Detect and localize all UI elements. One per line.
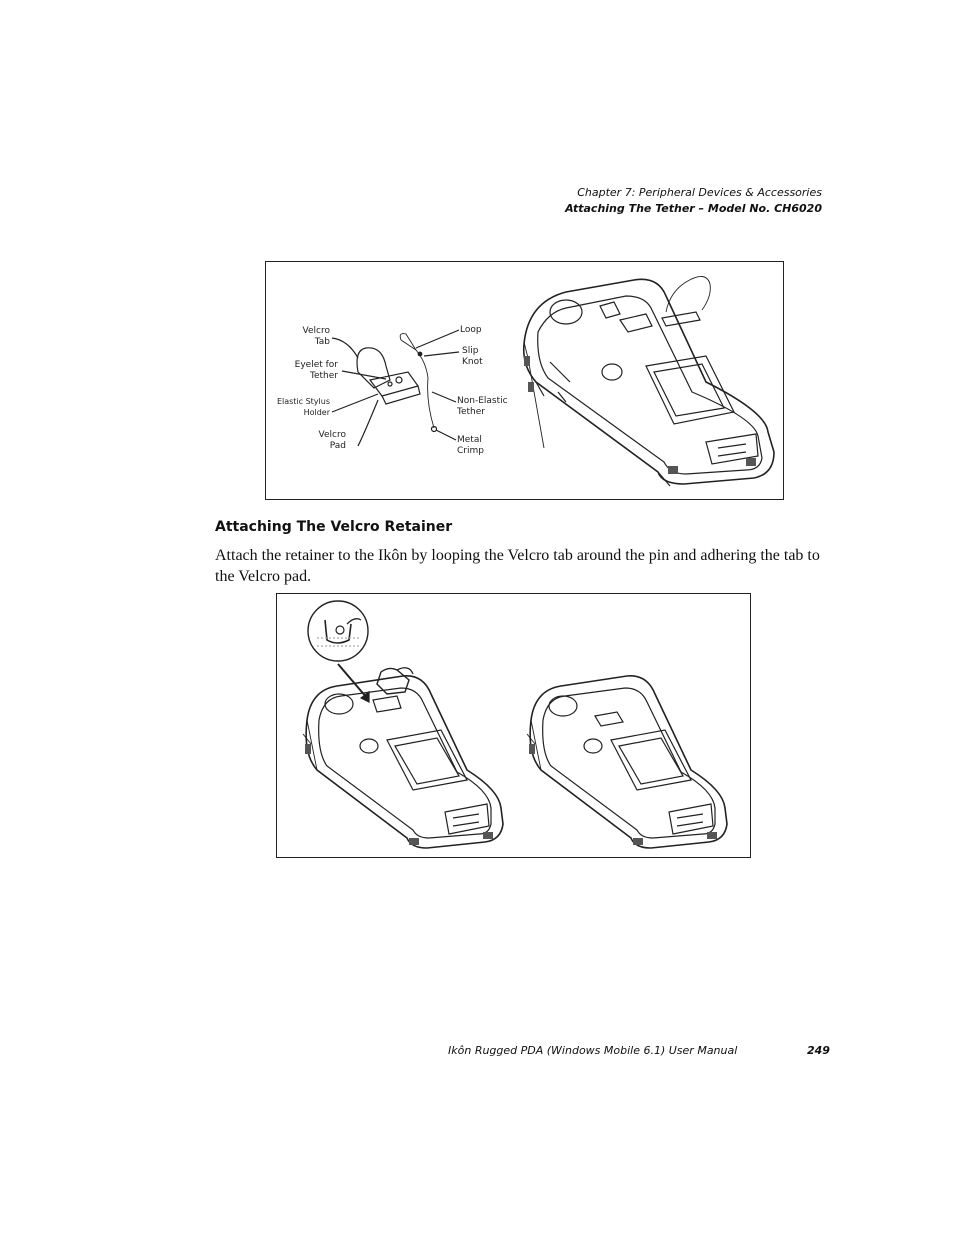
velcro-tab-shape (356, 347, 391, 389)
tether-figure: Velcro Tab Eyelet for Tether Elastic Sty… (265, 261, 784, 500)
label-velcro-pad: Velcro Pad (318, 430, 346, 451)
velcro-retainer-illustration (302, 600, 728, 849)
footer-manual-title: Ikôn Rugged PDA (Windows Mobile 6.1) Use… (448, 1044, 738, 1057)
magnifier-inset (307, 600, 369, 662)
section-heading: Attaching The Velcro Retainer (215, 519, 453, 535)
running-header-section: Attaching The Tether – Model No. CH6020 (565, 202, 822, 215)
label-metal-crimp: Metal Crimp (457, 435, 484, 456)
label-eyelet-for-tether: Eyelet for Tether (294, 360, 338, 381)
stylus-holder-shape (368, 371, 419, 397)
label-non-elastic-tether: Non-Elastic Tether (457, 396, 508, 417)
label-elastic-stylus-holder: Elastic Stylus Holder (276, 397, 330, 417)
body-paragraph: Attach the retainer to the Ikôn by loopi… (215, 547, 820, 585)
velcro-tab-closed (594, 711, 624, 727)
footer-page-number: 249 (807, 1044, 830, 1057)
velcro-retainer-figure (276, 593, 751, 858)
label-loop: Loop (460, 325, 482, 335)
label-slip-knot: Slip Knot (462, 346, 483, 367)
tether-illustration (331, 276, 775, 487)
running-header-chapter: Chapter 7: Peripheral Devices & Accessor… (577, 186, 822, 199)
label-velcro-tab: Velcro Tab (302, 326, 330, 347)
velcro-tab-open (376, 667, 410, 695)
